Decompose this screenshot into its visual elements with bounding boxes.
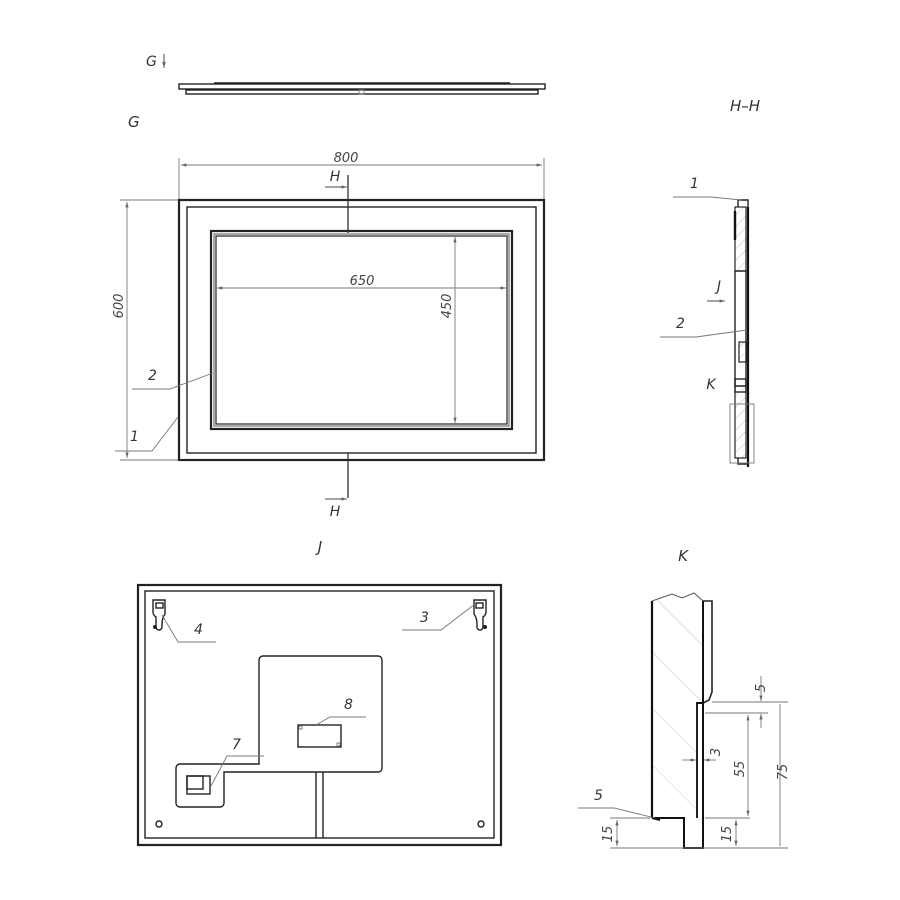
callout-3: 3	[420, 610, 429, 626]
back-inner-frame	[144, 590, 495, 839]
callout-1: 1	[130, 429, 139, 445]
section-callout-leader-1	[673, 196, 742, 201]
callout-8: 8	[344, 697, 353, 713]
callout-4: 4	[194, 622, 203, 638]
mirror-window-outer	[209, 229, 514, 431]
inner-width-dimension: 650	[350, 274, 375, 289]
top-view-back	[185, 89, 539, 95]
view-arrow-label-g: G	[146, 54, 157, 70]
front-view: 800 600 650 450 H H 2 1	[112, 151, 546, 520]
callout-leader-4	[161, 614, 216, 643]
callout-5: 5	[594, 788, 603, 804]
section-view: H–H K J 1 2	[660, 97, 760, 467]
section-marker-bottom: H	[330, 504, 341, 520]
callout-leader-2	[132, 372, 214, 390]
view-title-g: G	[128, 113, 140, 131]
dim-5-top: 5	[754, 684, 769, 692]
hanger-hook-right	[473, 599, 487, 631]
callout-7: 7	[232, 737, 241, 753]
callout-leader-5	[578, 807, 656, 819]
section-callout-1: 1	[690, 176, 699, 192]
width-dimension: 800	[334, 151, 359, 166]
dim-3: 3	[709, 748, 724, 756]
height-dimension: 600	[112, 294, 127, 319]
section-view-title: H–H	[730, 97, 760, 115]
top-view: G G	[128, 54, 546, 131]
section-callout-leader-2	[660, 329, 748, 338]
dim-15-right: 15	[720, 826, 735, 843]
mount-hole-left	[155, 820, 163, 828]
switch-box	[186, 775, 211, 795]
section-marker-top: H	[330, 169, 341, 185]
back-view: J 4 3 7 8	[136, 538, 503, 847]
hanger-hook-left	[152, 599, 166, 631]
callout-2: 2	[148, 368, 157, 384]
detail-view-title: K	[678, 547, 689, 565]
dim-15-left: 15	[601, 826, 616, 843]
view-arrow-label-j: J	[714, 279, 721, 295]
mirror-outer-frame	[177, 198, 546, 462]
dim-55: 55	[733, 761, 748, 778]
back-outer-frame	[136, 583, 503, 847]
section-top-hatched	[734, 206, 747, 272]
dim-75: 75	[776, 764, 791, 781]
section-bottom-hatched	[734, 385, 747, 459]
callout-leader-8	[315, 716, 366, 726]
detail-k-box	[729, 403, 755, 464]
callout-leader-7	[210, 755, 264, 787]
inner-height-dimension: 450	[440, 294, 455, 319]
mount-hole-right	[477, 820, 485, 828]
mirror-inner-frame	[186, 206, 537, 454]
detail-label-k: K	[706, 377, 717, 393]
back-view-title: J	[315, 538, 322, 556]
section-callout-2: 2	[676, 316, 685, 332]
break-line	[651, 592, 704, 602]
callout-leader-1	[115, 416, 179, 452]
top-view-panel	[178, 83, 546, 90]
detail-view: K 5 3 55 75	[578, 547, 791, 849]
label-plate	[297, 724, 342, 748]
callout-leader-3	[402, 603, 476, 631]
led-driver-plate	[175, 655, 383, 808]
